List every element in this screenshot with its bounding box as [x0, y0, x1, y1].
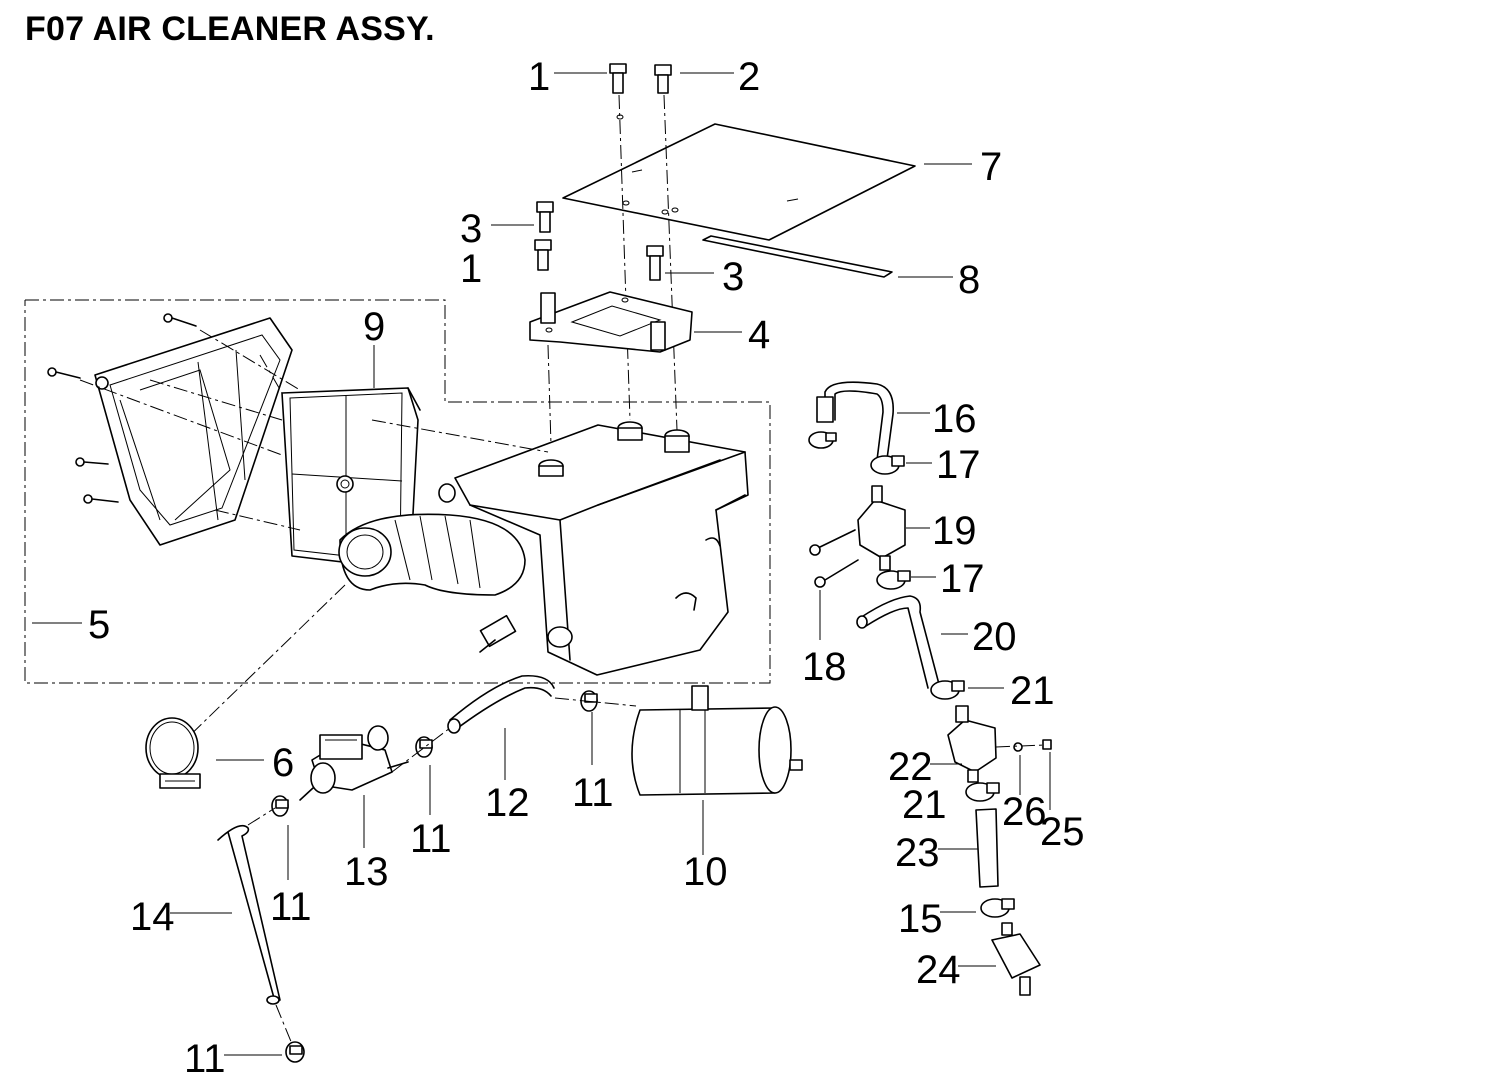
part-10-canister [631, 685, 803, 796]
part-7-cover-plate [562, 123, 916, 241]
callout-11: 11 [270, 885, 312, 929]
side-cover-screws [47, 313, 197, 504]
part-23-tube [975, 808, 999, 888]
part-11-clamp-b [271, 795, 289, 817]
callout-8: 8 [958, 258, 980, 302]
callout-21: 21 [902, 783, 947, 827]
part-18-screws [809, 529, 859, 588]
callout-16: 16 [932, 397, 977, 441]
part-1-bolt-top [609, 63, 627, 120]
part-17-clamp-upper [870, 455, 905, 475]
part-13-valve [299, 725, 409, 801]
part-8-seal-strip [702, 235, 893, 278]
callout-11: 11 [572, 771, 614, 815]
diagram-title: F07 AIR CLEANER ASSY. [25, 10, 435, 48]
part-11-clamp-a [415, 736, 433, 758]
assembly-5-boundary [24, 299, 771, 684]
callout-4: 4 [748, 313, 770, 357]
callout-24: 24 [916, 948, 961, 992]
air-cleaner-side-cover [94, 317, 293, 546]
air-cleaner-housing [438, 421, 749, 676]
part-21-clamp-lower [965, 782, 1000, 802]
callout-13: 13 [344, 850, 389, 894]
callout-6: 6 [272, 741, 294, 785]
callout-9: 9 [363, 305, 385, 349]
callout-22: 22 [888, 745, 933, 789]
callout-11: 11 [184, 1037, 226, 1080]
callout-21: 21 [1010, 669, 1055, 713]
part-16-hose [816, 381, 894, 461]
part-3-bolt-right [646, 245, 664, 281]
part-20-hose [856, 595, 941, 689]
part-16-clamp-end [808, 431, 837, 449]
callout-1: 1 [460, 247, 482, 291]
callout-7: 7 [980, 145, 1002, 189]
callout-1: 1 [528, 55, 550, 99]
part-1-bolt-left [534, 239, 552, 271]
part-12-hose [447, 674, 555, 734]
callout-26: 26 [1002, 790, 1047, 834]
part-14-hose [217, 824, 281, 1005]
callout-25: 25 [1040, 810, 1085, 854]
leader-lines [32, 72, 1051, 1056]
part-25-screw [1042, 739, 1052, 750]
part-22-valve [947, 705, 997, 783]
callout-3: 3 [722, 255, 744, 299]
part-6-hose-clamp [145, 717, 201, 789]
callout-20: 20 [972, 615, 1017, 659]
callout-17: 17 [936, 443, 981, 487]
callout-5: 5 [88, 603, 110, 647]
part-3-bolt-left [536, 201, 554, 233]
callout-17: 17 [940, 557, 985, 601]
part-24-fuel-filter [991, 922, 1041, 996]
callout-18: 18 [802, 645, 847, 689]
callout-2: 2 [738, 55, 760, 99]
part-19-check-valve [857, 485, 906, 571]
callout-10: 10 [683, 850, 728, 894]
callout-3: 3 [460, 207, 482, 251]
part-21-clamp-upper [930, 680, 965, 700]
part-17-clamp-mid [876, 570, 911, 590]
callout-19: 19 [932, 509, 977, 553]
callout-14: 14 [130, 895, 175, 939]
part-2-bolt-top [654, 64, 672, 94]
callout-12: 12 [485, 781, 530, 825]
part-11-clamp-d [285, 1041, 305, 1063]
part-4-bracket [529, 291, 693, 353]
callout-15: 15 [898, 897, 943, 941]
part-26-washer [1013, 742, 1023, 752]
callout-23: 23 [895, 831, 940, 875]
intake-duct [338, 513, 526, 596]
callout-11: 11 [410, 817, 452, 861]
part-15-clamp [980, 898, 1015, 918]
callout-labels: 1 2 7 3 1 3 8 9 4 16 17 19 17 5 18 20 21… [88, 55, 1085, 1080]
